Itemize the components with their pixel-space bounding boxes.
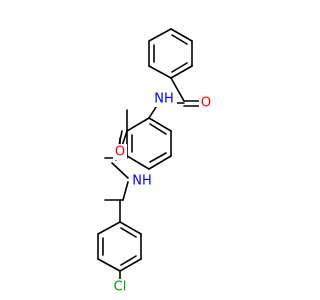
bond — [122, 181, 129, 201]
double-bond — [149, 152, 167, 163]
bond — [148, 117, 172, 132]
bond — [119, 221, 142, 235]
bond — [170, 77, 185, 102]
double-bond — [120, 255, 137, 266]
double-bond — [171, 34, 188, 45]
bond — [148, 65, 172, 79]
atom-o-mid: O — [115, 145, 125, 160]
double-bond — [120, 227, 137, 238]
atom-labels: NH O O NH Cl — [109, 91, 213, 295]
atom-nh-top: NH — [154, 92, 174, 107]
bond — [111, 162, 129, 179]
label-background — [113, 144, 127, 160]
bond — [170, 65, 193, 79]
bond — [126, 155, 150, 170]
double-bond — [171, 62, 188, 73]
label-background — [129, 173, 155, 189]
bond — [170, 28, 193, 42]
bond — [148, 155, 172, 170]
bond — [97, 221, 121, 235]
label-background — [109, 279, 131, 295]
atom-nh-mid: NH — [132, 174, 152, 189]
label-background — [199, 95, 213, 111]
bond — [126, 117, 150, 132]
chlorophenyl-ring — [97, 199, 142, 272]
molecule-canvas: NH O O NH Cl — [97, 28, 213, 295]
central-ring — [126, 117, 172, 170]
bond — [97, 258, 121, 272]
atom-o-top: O — [201, 96, 211, 111]
label-background — [151, 91, 177, 107]
bond — [148, 28, 172, 42]
atom-chlorine: Cl — [114, 280, 127, 295]
benzoyl-ring — [148, 28, 193, 79]
double-bond — [149, 123, 167, 135]
structure-diagram: NH O O NH Cl — [97, 28, 213, 295]
bond — [119, 258, 142, 272]
